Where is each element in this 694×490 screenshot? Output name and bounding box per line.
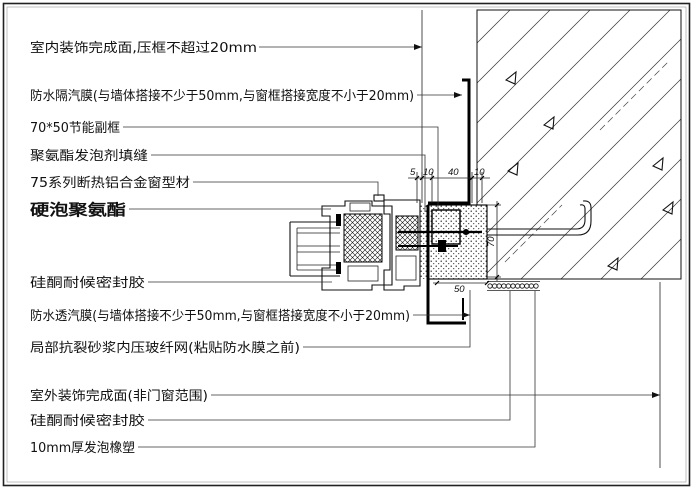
foam-rubber-bead <box>519 283 525 289</box>
dimension-top: 5 10 40 10 <box>408 167 490 203</box>
dimension-text: 40 <box>448 167 459 178</box>
dimension-right: 70 <box>486 201 501 281</box>
label-indoor-finish: 室内装饰完成面,压框不超过20mm <box>30 40 257 56</box>
aluminium-window-profile <box>289 194 482 291</box>
dimension-ticks <box>434 280 490 286</box>
glazing-gasket <box>336 262 341 274</box>
foam-rubber-bead <box>501 283 507 289</box>
leader-line-subframe <box>123 126 439 210</box>
foam-rubber-bead <box>533 283 539 289</box>
leader-line-mortar-mesh <box>303 290 471 348</box>
dimension-ticks <box>494 202 500 280</box>
anchor-bolt <box>487 204 586 230</box>
leader-line-foam-rubber <box>138 291 536 448</box>
label-sealant-outer: 硅酮耐候密封胶 <box>30 413 145 429</box>
dimension-text: 70 <box>486 236 497 247</box>
concrete-aggregate-mark <box>542 115 555 130</box>
dimension-ticks <box>414 175 485 181</box>
frame-chamber <box>395 255 417 281</box>
foam-rubber-strip <box>487 281 540 291</box>
leader-line-window-profile <box>193 181 379 196</box>
dimension-text: 50 <box>454 284 465 295</box>
foam-rubber-bead <box>524 283 530 289</box>
glazing-gasket <box>336 214 341 226</box>
dimension-extension-lines <box>416 172 483 203</box>
frame-profile <box>383 199 421 291</box>
dimension-bottom: 50 <box>433 280 490 295</box>
glass-pane <box>289 221 340 277</box>
screw-head <box>463 229 469 235</box>
label-mortar-mesh: 局部抗裂砂浆内压玻纤网(粘贴防水膜之前) <box>30 340 300 356</box>
label-vapor-barrier: 防水隔汽膜(与墙体搭接不少于50mm,与窗框搭接宽度不小于20mm) <box>30 88 414 104</box>
label-subframe: 70*50节能副框 <box>30 121 120 136</box>
label-foam-fill: 聚氨酯发泡剂填缝 <box>30 148 148 164</box>
breathable-waterproof-membrane <box>426 279 466 325</box>
glass-pane <box>296 227 340 271</box>
concrete-aggregate-mark <box>504 70 517 85</box>
foam-fill-gap <box>420 205 428 279</box>
concrete-wall <box>476 9 682 280</box>
foam-rubber-bead <box>491 283 498 289</box>
subframe-body <box>427 204 488 280</box>
rigid-polyurethane-fill <box>343 213 383 263</box>
foam-rubber-bead <box>496 283 502 289</box>
sash-profile <box>321 200 393 291</box>
dimension-extension-lines <box>487 204 501 278</box>
dimension-text: 10 <box>423 167 434 178</box>
wall-dashed-line <box>599 61 669 131</box>
concrete-wall-hatch <box>476 9 682 280</box>
sheet-border-inner <box>6 6 687 483</box>
callout-labels: 室内装饰完成面,压框不超过20mm 防水隔汽膜(与墙体搭接不少于50mm,与窗框… <box>30 40 414 456</box>
label-rigid-polyurethane: 硬泡聚氨酯 <box>30 200 127 219</box>
foam-rubber-bead <box>528 283 535 289</box>
anchor-bolt <box>487 200 592 236</box>
screw-head <box>438 240 446 252</box>
wall-dashed-line <box>504 204 563 263</box>
leader-line-sealant-outer <box>148 291 511 421</box>
foam-rubber-bead <box>487 283 493 289</box>
dimension-text: 5 <box>410 167 416 178</box>
foam-rubber-bead <box>505 283 511 289</box>
label-foam-rubber: 10mm厚发泡橡塑 <box>30 440 135 456</box>
leader-lines <box>123 44 660 448</box>
label-breathable-membrane: 防水透汽膜(与墙体搭接不少于50mm,与窗框搭接宽度不小于20mm) <box>30 308 410 324</box>
label-exterior-finish: 室外装饰完成面(非门窗范围) <box>30 388 208 404</box>
sash-chamber <box>349 202 371 212</box>
profile-top-lip <box>373 194 385 202</box>
dimension-text: 10 <box>474 167 485 178</box>
concrete-aggregate-mark <box>651 156 664 171</box>
label-window-profile: 75系列断热铝合金窗型材 <box>30 175 190 191</box>
foam-rubber-bead <box>514 283 521 289</box>
concrete-aggregate-mark <box>606 256 619 271</box>
foam-rubber-bead <box>510 283 516 289</box>
leader-line-foam-fill <box>151 154 426 212</box>
concrete-aggregate-mark <box>661 200 674 215</box>
label-sealant-inner: 硅酮耐候密封胶 <box>30 275 145 291</box>
energy-saving-subframe <box>420 204 488 280</box>
sash-chamber <box>347 265 379 282</box>
concrete-aggregate-mark <box>506 161 519 176</box>
vapor-barrier-membrane <box>428 78 471 205</box>
